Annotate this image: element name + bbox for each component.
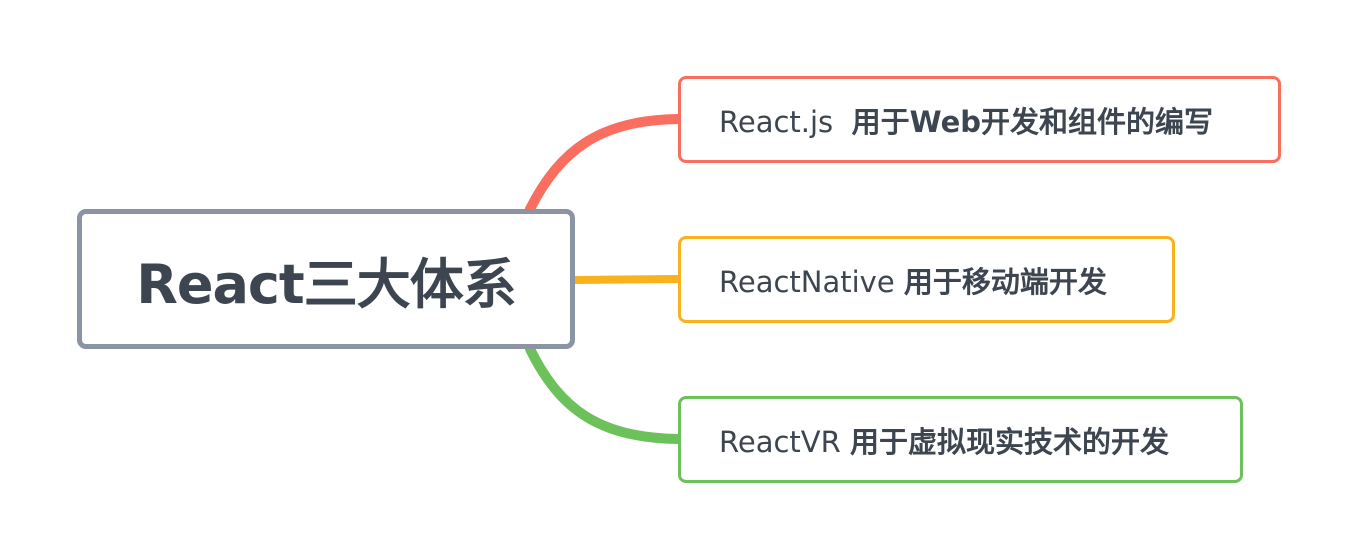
branch-description: 用于虚拟现实技术的开发: [849, 424, 1169, 459]
branch-name: ReactNative: [719, 264, 895, 299]
connector-react-vr: [525, 344, 683, 444]
branch-node-react-js[interactable]: React.js 用于Web开发和组件的编写: [678, 76, 1281, 163]
branch-node-react-native[interactable]: ReactNative 用于移动端开发: [678, 236, 1175, 323]
branch-label: ReactVR 用于虚拟现实技术的开发: [719, 419, 1169, 461]
root-label: React三大体系: [136, 252, 516, 316]
branch-name: ReactVR: [719, 424, 841, 459]
branch-description: 用于Web开发和组件的编写: [851, 104, 1213, 139]
connector-react-native: [571, 275, 682, 284]
root-node[interactable]: React三大体系: [77, 209, 575, 349]
branch-name: React.js: [719, 104, 834, 139]
branch-label: ReactNative 用于移动端开发: [719, 259, 1107, 301]
branch-node-react-vr[interactable]: ReactVR 用于虚拟现实技术的开发: [678, 396, 1243, 483]
branch-label: React.js 用于Web开发和组件的编写: [719, 99, 1213, 141]
connector-react-js: [525, 114, 683, 214]
branch-description: 用于移动端开发: [903, 264, 1107, 299]
